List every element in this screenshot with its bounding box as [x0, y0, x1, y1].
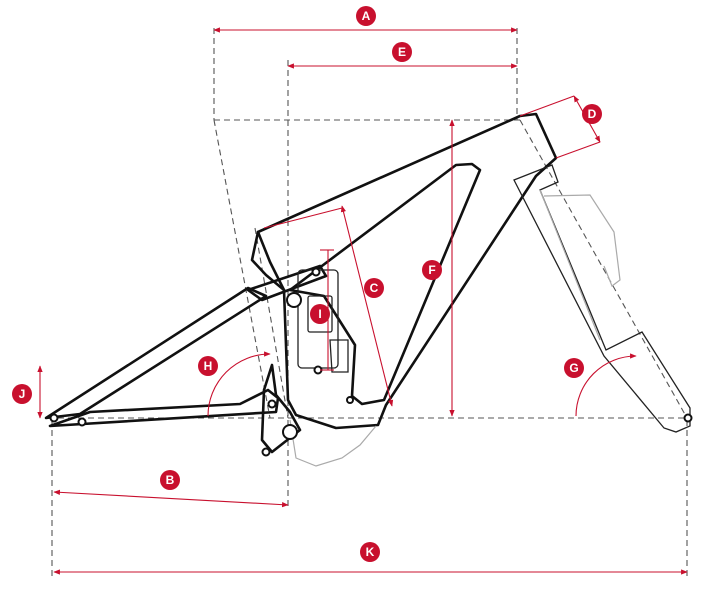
svg-text:J: J [19, 387, 26, 401]
dim-line-c [340, 205, 394, 407]
svg-text:I: I [318, 307, 321, 321]
chain-stay [48, 388, 280, 428]
lower-link-pivot [261, 447, 271, 457]
angle-arc-g [575, 353, 637, 417]
seat-axis-extension [213, 119, 271, 419]
badge-k: K [360, 542, 380, 562]
dropout-pivot [77, 417, 87, 427]
badge-j: J [12, 384, 32, 404]
dim-line-b [53, 489, 289, 508]
badge-h: H [198, 356, 218, 376]
shock-reservoir [329, 339, 349, 373]
badge-b: B [160, 470, 180, 490]
badge-a: A [356, 6, 376, 26]
dim-tick-d-top [519, 95, 575, 117]
head-axis-line [519, 119, 688, 419]
svg-text:H: H [204, 359, 213, 373]
front-axle [683, 413, 693, 423]
seat-stay [44, 286, 268, 420]
rear-shock-canister [307, 295, 333, 333]
motor-housing [289, 419, 377, 467]
badge-g: G [564, 358, 584, 378]
main-pivot [286, 292, 302, 308]
svg-text:E: E [398, 45, 406, 59]
badge-c: C [364, 278, 384, 298]
rear-axle [49, 413, 59, 423]
fork-outline [513, 164, 691, 433]
lower-link [260, 363, 302, 454]
svg-text:A: A [362, 9, 371, 23]
shock-top-mount [311, 267, 321, 277]
angle-arc-h [207, 351, 271, 417]
svg-text:K: K [366, 545, 375, 559]
main-frame-outline [250, 112, 558, 430]
dim-tick-c [263, 207, 343, 229]
dim-tick-d-bottom [555, 141, 601, 159]
bb-pivot [282, 424, 298, 440]
seat-angle-axis [254, 227, 289, 419]
badge-d: D [582, 104, 602, 124]
svg-text:D: D [588, 107, 597, 121]
chainstay-pivot [267, 399, 277, 409]
fork-stanchion [539, 189, 601, 341]
svg-text:B: B [166, 473, 175, 487]
rocker-link [246, 264, 328, 302]
svg-text:G: G [569, 361, 578, 375]
svg-text:F: F [428, 263, 435, 277]
badge-e: E [392, 42, 412, 62]
badge-i: I [310, 304, 330, 324]
badge-f: F [422, 260, 442, 280]
motor-mount [346, 396, 354, 404]
fork-crown-detail [543, 194, 621, 287]
svg-text:C: C [370, 281, 379, 295]
